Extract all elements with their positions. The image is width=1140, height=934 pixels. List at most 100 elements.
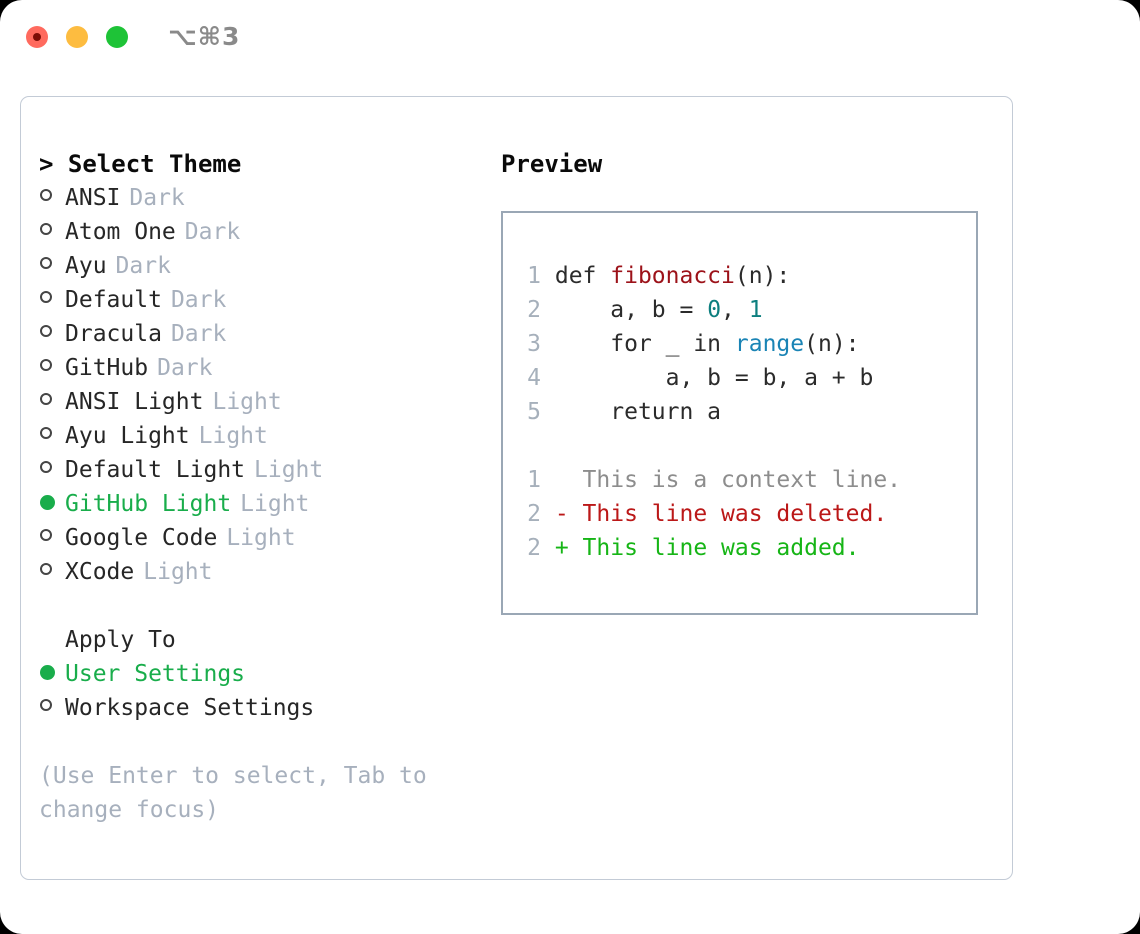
- keyboard-hint: (Use Enter to select, Tab to change focu…: [39, 763, 427, 823]
- apply-to-item-label: User Settings: [65, 661, 246, 687]
- minimize-button[interactable]: [66, 26, 88, 48]
- theme-item-row[interactable]: Atom One Dark: [39, 215, 489, 249]
- radio-dot: [40, 359, 52, 371]
- code-token: (n):: [804, 331, 860, 357]
- theme-item-row[interactable]: XCode Light: [39, 555, 489, 589]
- close-button[interactable]: [26, 26, 48, 48]
- diff-line-number: 1: [527, 467, 541, 493]
- radio-dot: [40, 189, 52, 201]
- code-token: for _ in: [554, 331, 735, 357]
- select-theme-header: > Select Theme: [39, 150, 242, 178]
- theme-item-badge: Dark: [184, 219, 241, 245]
- diff-line-text: - This line was deleted.: [541, 501, 888, 527]
- theme-item-row[interactable]: Dracula Dark: [39, 317, 489, 351]
- theme-item-label: Atom One: [65, 219, 176, 245]
- code-token: 0: [707, 297, 722, 323]
- code-token: 1: [748, 297, 763, 323]
- radio-dot: [40, 495, 55, 510]
- hint-spacer: [39, 725, 489, 759]
- diff-line-number: 2: [527, 535, 541, 561]
- code-token: (n):: [734, 263, 791, 289]
- theme-item-badge: Light: [143, 559, 213, 585]
- diff-line-text: This is a context line.: [541, 467, 902, 493]
- apply-to-item-row[interactable]: Workspace Settings: [39, 691, 489, 725]
- theme-item-row[interactable]: GitHub Light Light: [39, 487, 489, 521]
- theme-item-badge: Dark: [157, 355, 213, 381]
- theme-item-label: ANSI: [65, 185, 121, 211]
- theme-item-row[interactable]: GitHub Dark: [39, 351, 489, 385]
- theme-item-label: Default: [65, 287, 162, 313]
- theme-item-label: Ayu Light: [65, 423, 190, 449]
- radio-dot: [40, 699, 52, 711]
- theme-item-badge: Light: [254, 457, 324, 483]
- code-line: 3 for _ in range(n):: [521, 327, 976, 361]
- diff-line-text: + This line was added.: [541, 535, 860, 561]
- radio-dot: [40, 325, 52, 337]
- list-spacer: [39, 589, 489, 623]
- code-token: def: [554, 263, 611, 289]
- code-token: ,: [721, 297, 749, 323]
- theme-item-label: GitHub Light: [65, 491, 232, 517]
- theme-item-badge: Light: [226, 525, 296, 551]
- diff-line-number: 2: [527, 501, 541, 527]
- theme-item-label: Dracula: [65, 321, 162, 347]
- theme-item-row[interactable]: Default Dark: [39, 283, 489, 317]
- apply-to-item-row[interactable]: User Settings: [39, 657, 489, 691]
- radio-dot: [40, 665, 55, 680]
- apply-to-header: Apply To: [65, 627, 176, 653]
- zoom-button[interactable]: [106, 26, 128, 48]
- code-line-number: 4: [527, 365, 541, 391]
- theme-item-row[interactable]: Default Light Light: [39, 453, 489, 487]
- code-token: fibonacci: [610, 263, 735, 289]
- theme-item-badge: Light: [212, 389, 282, 415]
- radio-dot: [40, 529, 52, 541]
- code-diff-spacer: [521, 429, 976, 463]
- theme-item-badge: Dark: [170, 321, 227, 347]
- code-token: range: [734, 331, 805, 357]
- preview-title: Preview: [501, 150, 603, 178]
- theme-item-label: GitHub: [65, 355, 149, 381]
- theme-item-badge: Dark: [170, 287, 227, 313]
- code-line-number: 3: [527, 331, 541, 357]
- keyboard-shortcut-label: ⌥⌘3: [168, 22, 241, 51]
- code-line: 1 def fibonacci(n):: [521, 259, 976, 293]
- theme-item-row[interactable]: ANSI Dark: [39, 181, 489, 215]
- theme-item-badge: Light: [198, 423, 268, 449]
- diff-line: 2 + This line was added.: [521, 531, 976, 565]
- radio-dot: [40, 563, 52, 575]
- code-line-number: 5: [527, 399, 541, 425]
- theme-item-label: Ayu: [65, 253, 107, 279]
- code-line: 2 a, b = 0, 1: [521, 293, 976, 327]
- theme-item-badge: Light: [240, 491, 310, 517]
- theme-item-label: Default Light: [65, 457, 246, 483]
- radio-dot: [40, 393, 52, 405]
- radio-dot: [40, 223, 52, 235]
- radio-dot: [40, 291, 52, 303]
- code-line-number: 1: [527, 263, 541, 289]
- theme-item-label: XCode: [65, 559, 135, 585]
- title-bar: ⌥⌘3: [0, 0, 1140, 78]
- preview-column: Preview 1 def fibonacci(n):2 a, b = 0, 1…: [501, 147, 991, 615]
- radio-dot: [40, 257, 52, 269]
- traffic-lights: [26, 26, 128, 48]
- apply-to-item-label: Workspace Settings: [65, 695, 315, 721]
- diff-line: 2 - This line was deleted.: [521, 497, 976, 531]
- code-token: a, b =: [554, 297, 708, 323]
- code-line-number: 2: [527, 297, 541, 323]
- theme-item-badge: Dark: [129, 185, 185, 211]
- radio-dot: [40, 461, 52, 473]
- theme-item-row[interactable]: ANSI Light Light: [39, 385, 489, 419]
- code-line: 4 a, b = b, a + b: [521, 361, 976, 395]
- code-token: a, b = b, a + b: [554, 365, 874, 391]
- theme-item-row[interactable]: Ayu Light Light: [39, 419, 489, 453]
- theme-item-label: ANSI Light: [65, 389, 204, 415]
